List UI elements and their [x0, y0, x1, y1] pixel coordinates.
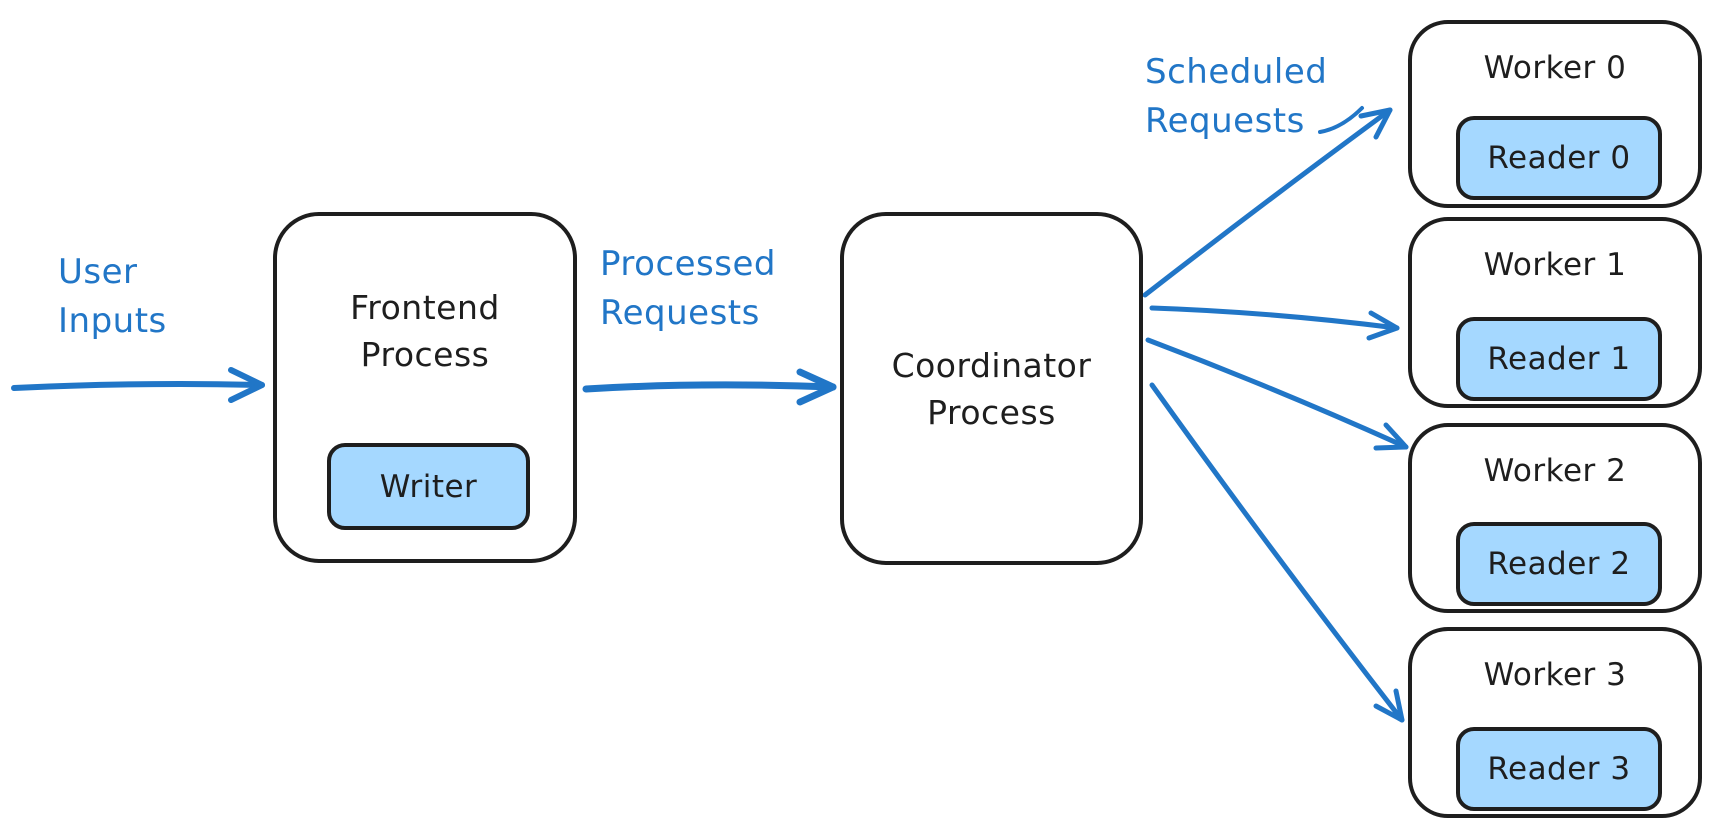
worker-title-1: Worker 1 [1483, 247, 1627, 283]
scheduled-arrow-worker-1 [1149, 305, 1400, 341]
scheduled-requests-label: Scheduled Requests [1145, 48, 1327, 146]
reader-label-0: Reader 0 [1487, 140, 1631, 176]
coordinator-process-node: Coordinator Process [840, 212, 1143, 565]
worker-node-0: Worker 0 Reader 0 [1408, 20, 1702, 208]
writer-label: Writer [379, 468, 478, 505]
scheduled-requests-label-line1: Scheduled [1145, 52, 1328, 92]
scheduled-arrow-worker-2 [1145, 337, 1409, 451]
frontend-process-title: Frontend Process [277, 284, 573, 378]
reader-label-1: Reader 1 [1487, 341, 1631, 377]
worker-node-2: Worker 2 Reader 2 [1408, 423, 1702, 613]
processed-requests-label-line1: Processed [600, 244, 776, 284]
worker-title-3: Worker 3 [1483, 657, 1627, 693]
processed-requests-label-line2: Requests [600, 293, 760, 333]
worker-node-3: Worker 3 Reader 3 [1408, 627, 1702, 818]
processed-requests-label: Processed Requests [600, 240, 776, 338]
coordinator-title-line2: Process [927, 393, 1056, 432]
scheduled-arrow-worker-0 [1142, 107, 1393, 298]
reader-node-1: Reader 1 [1456, 317, 1662, 401]
coordinator-title-line1: Coordinator [891, 346, 1092, 385]
user-inputs-arrow [11, 367, 265, 403]
coordinator-process-title: Coordinator Process [844, 342, 1139, 436]
user-inputs-label: User Inputs [58, 248, 167, 346]
writer-node: Writer [327, 443, 530, 530]
worker-node-1: Worker 1 Reader 1 [1408, 217, 1702, 408]
worker-title-2: Worker 2 [1483, 453, 1627, 489]
worker-title-0: Worker 0 [1483, 50, 1627, 86]
reader-node-0: Reader 0 [1456, 116, 1662, 200]
user-inputs-label-line2: Inputs [58, 301, 167, 341]
frontend-title-line2: Process [360, 335, 490, 374]
scheduled-arrow-worker-3 [1149, 382, 1405, 723]
reader-label-3: Reader 3 [1487, 751, 1631, 787]
scheduled-requests-connector [1318, 106, 1364, 134]
reader-node-3: Reader 3 [1456, 727, 1662, 811]
reader-node-2: Reader 2 [1456, 522, 1662, 606]
reader-label-2: Reader 2 [1487, 546, 1631, 582]
processed-requests-arrow [582, 368, 837, 406]
frontend-process-node: Frontend Process Writer [273, 212, 577, 563]
scheduled-requests-label-line2: Requests [1145, 101, 1305, 141]
user-inputs-label-line1: User [58, 252, 138, 292]
frontend-title-line1: Frontend [350, 288, 500, 327]
